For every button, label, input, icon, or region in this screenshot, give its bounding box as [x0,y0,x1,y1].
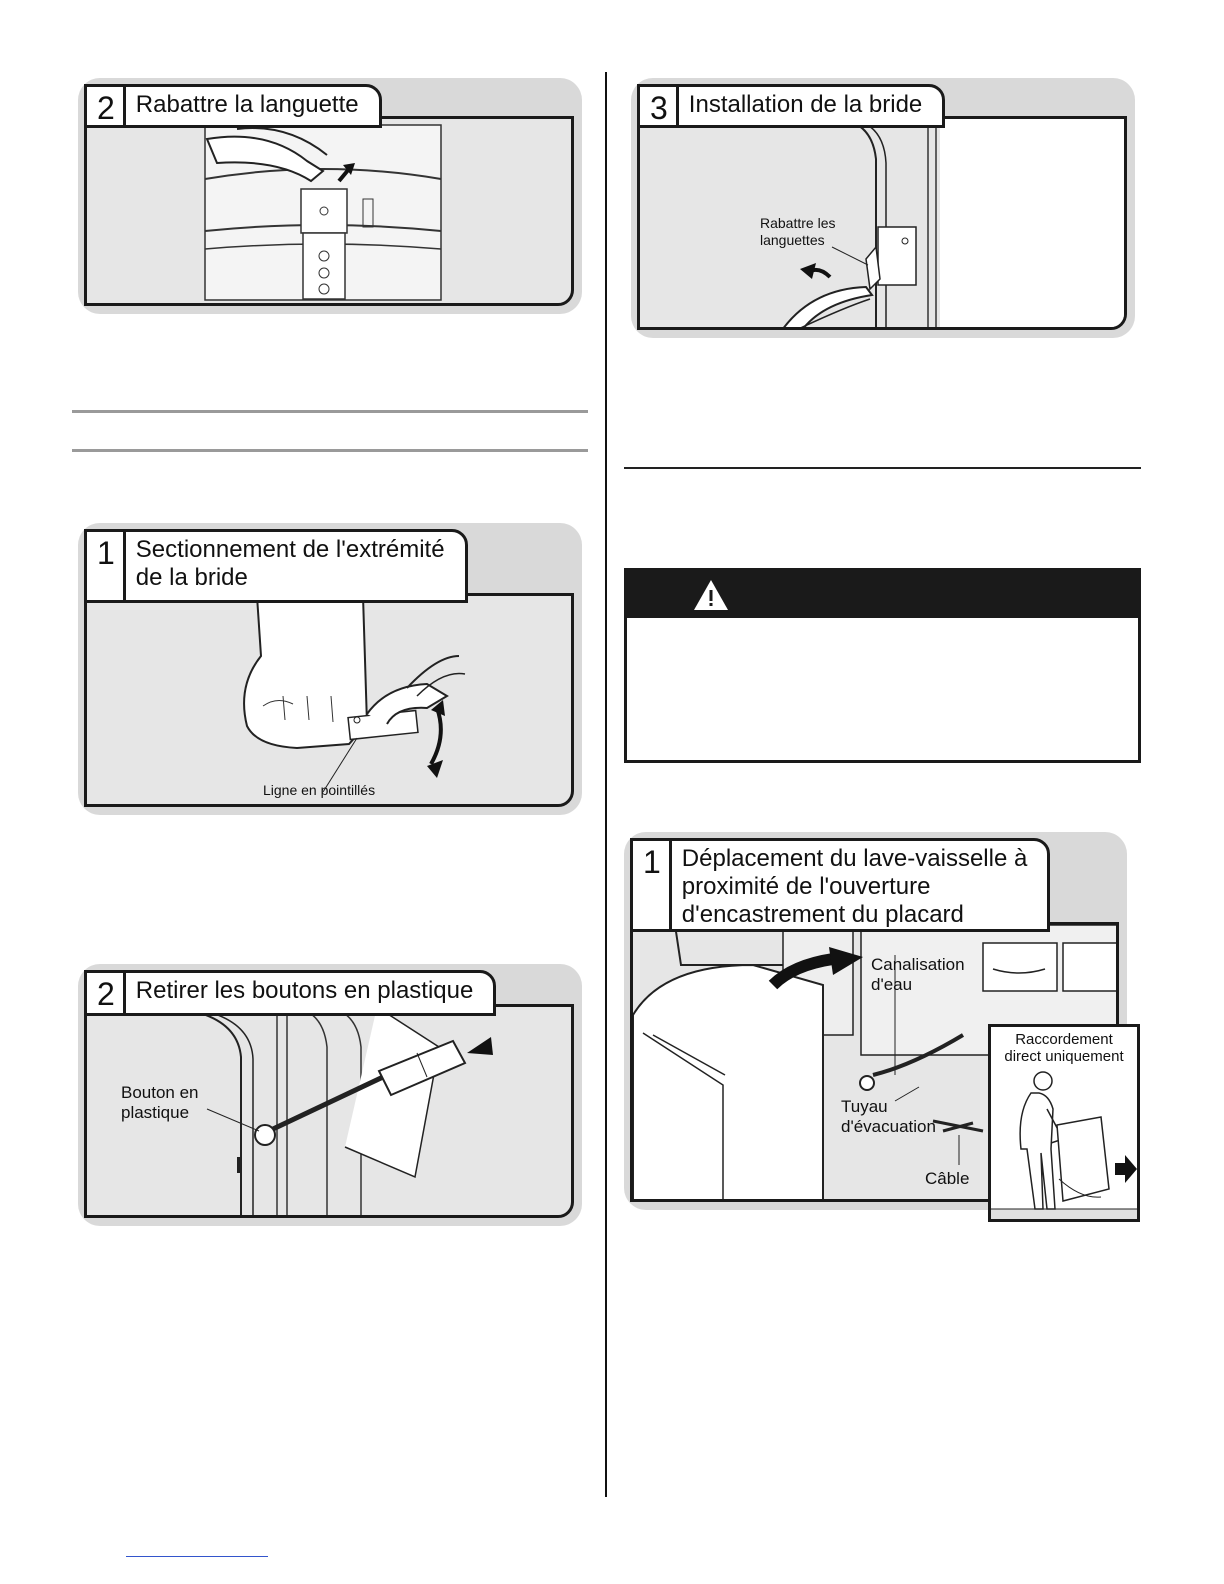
panel-frame: Ligne en pointillés [84,593,574,807]
panel-frame [84,116,574,306]
inset-direct-connection: Raccordement direct uniquement [988,1024,1140,1222]
section-rule [72,410,588,413]
step-number: 2 [87,87,126,126]
illustration-dishwasher-move [633,925,1116,1199]
illustration-screwdriver [166,1007,493,1215]
step-tab: 1 Déplacement du lave-vaisselle à proxim… [630,838,1051,932]
step-tab: 1 Sectionnement de l'extrémité de la bri… [84,529,468,603]
callout-cable: Câble [925,1169,970,1188]
illustration-hand-pliers [243,596,466,793]
callout-ligne-pointilles: Ligne en pointillés [263,782,376,798]
callout-bouton-plastique: Bouton en plastique [121,1083,199,1122]
step-number: 2 [87,973,126,1013]
step-title: Rabattre la languette [135,91,359,118]
warning-box [624,568,1141,763]
step-number: 1 [87,532,126,600]
step-title: Sectionnement de l'extrémité de la bride [135,536,445,591]
panel-frame: Bouton en plastique [84,1004,574,1218]
step-title: Installation de la bride [688,91,923,118]
callout-canalisation-eau: Canalisation d'eau [871,955,965,994]
illustration-flange-install [783,119,1124,327]
callout-tuyau-evacuation: Tuyau d'évacuation [841,1097,936,1136]
callout-rabattre-languettes: Rabattre les languettes [760,215,836,248]
step-tab: 3 Installation de la bride [637,84,946,128]
step-number: 1 [633,841,672,929]
step-title: Déplacement du lave-vaisselle à proximit… [681,845,1028,928]
step-tab: 2 Rabattre la languette [84,84,382,128]
section-rule [624,467,1141,469]
panel-rabattre-languette: 2 Rabattre la languette [78,78,582,314]
illustration-pliers-tab [204,124,442,301]
panel-retirer-boutons: Bouton en plastique 2 Retirer les bouton… [78,964,582,1226]
step-title: Retirer les boutons en plastique [135,977,474,1004]
inset-label: Raccordement direct uniquement [1004,1031,1124,1065]
illustration-person-pulling [991,1071,1137,1219]
warning-triangle-icon [694,580,728,610]
section-rule [72,449,588,452]
footer-rule [126,1556,268,1557]
panel-sectionnement-bride: Ligne en pointillés 1 Sectionnement de l… [78,523,582,815]
step-number: 3 [640,87,679,126]
warning-header-bar [627,571,1138,618]
step-tab: 2 Retirer les boutons en plastique [84,970,497,1016]
column-divider [605,72,607,1497]
panel-frame: Rabattre les languettes [637,116,1127,330]
panel-installation-bride: Rabattre les languettes 3 Installation d… [631,78,1135,338]
